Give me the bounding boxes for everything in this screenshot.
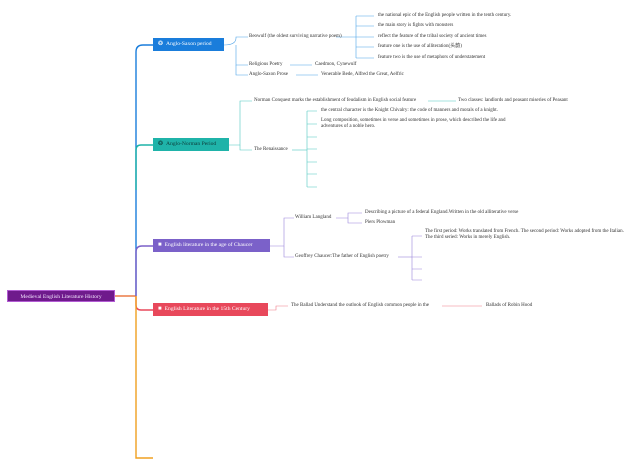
topic-age-of-chaucer[interactable]: ■English literature in the age of Chauce… [153, 239, 270, 252]
node-chaucer-periods[interactable]: The first period: Works translated from … [425, 229, 624, 240]
node-religious-poets[interactable]: Caedmon, Cynewulf [315, 62, 357, 67]
node-two-classes[interactable]: Two classes: landlords and peasant miser… [458, 98, 568, 103]
node-beowulf-point-5[interactable]: feature two is the use of metaphors of u… [378, 55, 486, 60]
square-icon: ■ [158, 242, 162, 248]
square-icon: ■ [158, 306, 162, 312]
topic-label: Anglo-Saxon period [166, 41, 212, 47]
node-the-ballad[interactable]: The Ballad Understand the outlook of Eng… [291, 303, 430, 308]
node-prose-authors[interactable]: Venerable Bede, Alfred the Great, Aelfri… [321, 72, 404, 77]
node-norman-conquest[interactable]: Norman Conquest marks the establishment … [254, 98, 417, 103]
node-beowulf-point-3[interactable]: reflect the feature of the tribal societ… [378, 34, 487, 39]
node-romance-point-1[interactable]: the central character is the Knight Chiv… [321, 108, 498, 113]
node-romance-point-2[interactable]: Long composition, sometimes in verse and… [321, 118, 506, 129]
node-william-langland[interactable]: William Langland [295, 215, 332, 220]
node-geoffrey-chaucer[interactable]: Geoffrey Chaucer:The father of English p… [295, 254, 389, 259]
brain-icon: ❂ [158, 41, 164, 47]
topic-label: English Literature in the 15th Century [164, 306, 250, 312]
brain-icon: ❂ [158, 141, 164, 147]
node-beowulf-point-2[interactable]: the main story is fights with monsters [378, 23, 454, 28]
node-beowulf[interactable]: Beowulf (the oldest surviving narrative … [249, 34, 342, 39]
node-beowulf-point-1[interactable]: the national epic of the English people … [378, 13, 512, 18]
node-anglo-saxon-prose[interactable]: Anglo-Saxon Prose [249, 72, 289, 77]
node-robin-hood[interactable]: Ballads of Robin Hood [486, 303, 533, 308]
node-religious-poetry[interactable]: Religious Poetry [249, 62, 283, 67]
node-renaissance[interactable]: The Renaissance [254, 147, 288, 152]
topic-label: English literature in the age of Chaucer [164, 242, 253, 248]
node-langland-point-1[interactable]: Describing a picture of a federal Englan… [365, 210, 519, 215]
topic-anglo-norman-period[interactable]: ❂Anglo-Norman Period [153, 138, 229, 151]
topic-label: Anglo-Norman Period [166, 141, 217, 147]
node-beowulf-point-4[interactable]: feature one is the use of alliteration(头… [378, 44, 462, 49]
topic-15th-century[interactable]: ■English Literature in the 15th Century [153, 303, 268, 316]
topic-anglo-saxon-period[interactable]: ❂Anglo-Saxon period [153, 38, 224, 51]
root-topic[interactable]: Medieval English Literature History [7, 290, 115, 302]
node-piers-plowman[interactable]: Piers Plowman [365, 220, 396, 225]
